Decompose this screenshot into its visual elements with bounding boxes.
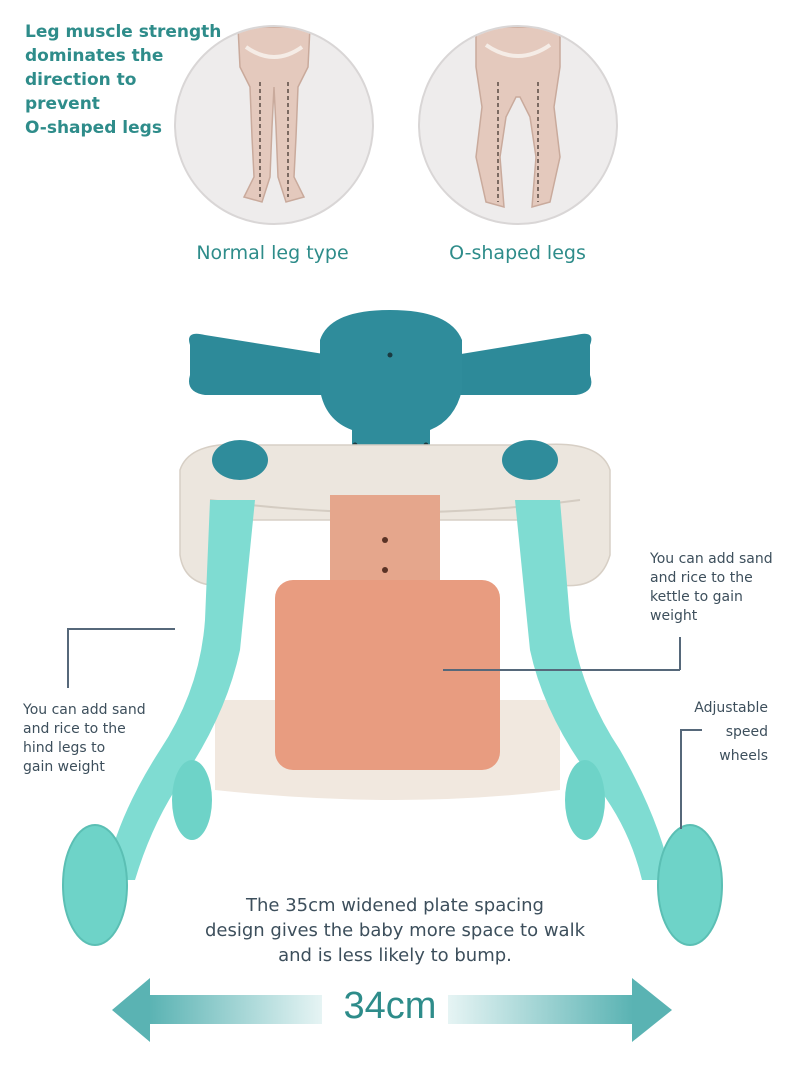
callout-line: wheels: [719, 748, 768, 764]
callout-line: weight: [650, 608, 698, 624]
wheels-leader-horizontal: [680, 729, 702, 731]
headline-line: dominates the: [25, 46, 164, 66]
callout-line: kettle to gain: [650, 589, 743, 605]
normal-leg-label: Normal leg type: [196, 242, 349, 264]
caption-line: design gives the baby more space to walk: [204, 920, 586, 941]
hind-legs-leader-horizontal: [67, 628, 175, 630]
headline-line: direction to: [25, 70, 137, 90]
callout-line: and rice to the: [650, 570, 753, 586]
callout-kettle: You can add sand and rice to the kettle …: [650, 550, 789, 626]
headline-line: prevent: [25, 94, 100, 114]
handle-icon: [189, 310, 592, 470]
kettle-leader-horizontal: [443, 669, 680, 671]
callout-wheels: Adjustable speed wheels: [660, 696, 768, 768]
callout-line: gain weight: [23, 759, 105, 775]
o-shaped-legs-illustration: [418, 25, 618, 225]
normal-legs-illustration: [174, 25, 374, 225]
callout-line: You can add sand: [650, 551, 773, 567]
caption-line: and is less likely to bump.: [278, 945, 512, 966]
callout-line: You can add sand: [23, 702, 146, 718]
caption-line: The 35cm widened plate spacing: [246, 895, 544, 916]
o-shaped-legs-icon: [475, 27, 561, 209]
callout-line: and rice to the: [23, 721, 126, 737]
callout-line: hind legs to: [23, 740, 106, 756]
o-shaped-leg-label: O-shaped legs: [449, 242, 586, 264]
headline-line: O-shaped legs: [25, 118, 162, 138]
kettle-leader-vertical: [679, 637, 681, 670]
callout-hind-legs: You can add sand and rice to the hind le…: [23, 701, 173, 777]
callout-line: speed: [725, 724, 768, 740]
normal-legs-icon: [237, 27, 311, 203]
front-left-wheel-icon: [62, 824, 128, 946]
callout-line: Adjustable: [694, 700, 768, 716]
front-right-wheel-icon: [657, 824, 723, 946]
double-arrow-icon: [112, 978, 672, 1042]
headline-line: Leg muscle strength: [25, 22, 222, 42]
wheels-leader-vertical: [680, 729, 682, 829]
width-measurement: 34cm: [343, 985, 437, 1027]
baby-walker-illustration: [62, 310, 723, 946]
hind-legs-leader-vertical: [67, 628, 69, 688]
spacing-caption: The 35cm widened plate spacing design gi…: [160, 893, 630, 968]
headline: Leg muscle strength dominates the direct…: [25, 20, 225, 140]
